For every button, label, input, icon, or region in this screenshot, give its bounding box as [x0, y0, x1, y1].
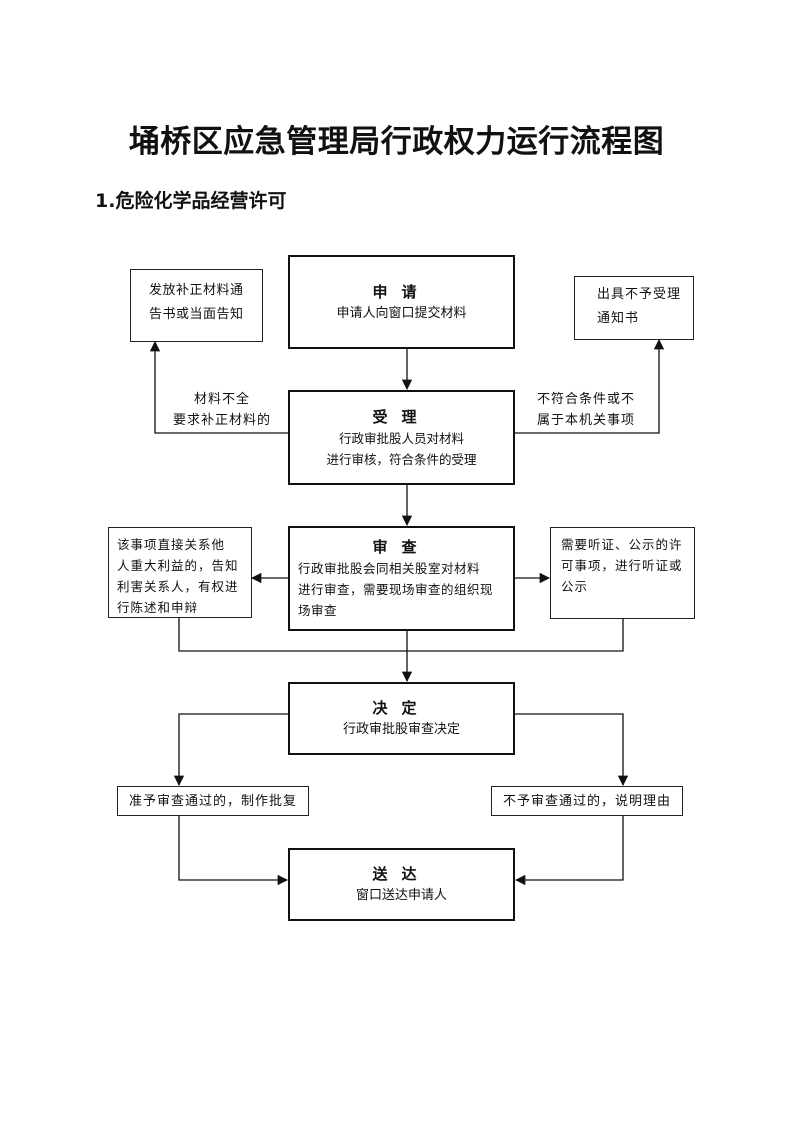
step-deliver-text: 窗口送达申请人	[355, 888, 447, 903]
step-apply: 申请 申请人向窗口提交材料	[288, 255, 515, 349]
step-apply-text: 申请人向窗口提交材料	[336, 305, 467, 321]
arrow-accept-to-reject	[515, 338, 665, 434]
step-deliver-title: 送达	[372, 865, 431, 883]
step-accept-title: 受理	[372, 407, 431, 426]
not-approved-box: 不予审查通过的，说明理由	[491, 786, 683, 816]
arrow-not-approved-to-deliver	[514, 816, 624, 886]
line-interested-party-merge	[178, 618, 407, 652]
line-hearing-merge	[407, 619, 624, 652]
approved-box: 准予审查通过的，制作批复	[117, 786, 309, 816]
hearing-box: 需要听证、公示的许 可事项，进行听证或 公示	[550, 527, 695, 619]
arrow-decide-to-approved	[173, 713, 288, 787]
interested-party-box: 该事项直接关系他 人重大利益的，告知 利害关系人，有权进 行陈述和申辩	[108, 527, 252, 618]
step-decide-text: 行政审批股审查决定	[342, 722, 460, 737]
label-not-qualified: 不符合条件或不 属于本机关事项	[536, 392, 635, 428]
document-title: 埇桥区应急管理局行政权力运行流程图	[128, 124, 665, 160]
step-accept: 受理 行政审批股人员对材料 进行审核，符合条件的受理	[288, 390, 515, 485]
arrow-decide-to-not-approved	[515, 713, 629, 787]
label-incomplete-materials: 材料不全 要求补正材料的	[172, 392, 271, 428]
step-apply-title: 申请	[372, 282, 431, 301]
step-review-title: 审查	[372, 538, 431, 556]
step-review: 审查 行政审批股会同相关股室对材料 进行审查，需要现场审查的组织现 场审查	[288, 526, 515, 631]
step-review-text: 行政审批股会同相关股室对材料 进行审查，需要现场审查的组织现 场审查	[298, 561, 494, 618]
step-decide: 决定 行政审批股审查决定	[288, 682, 515, 755]
reject-notice-box: 出具不予受理 通知书	[574, 276, 694, 340]
step-deliver: 送达 窗口送达申请人	[288, 848, 515, 921]
arrow-approved-to-deliver	[178, 816, 289, 886]
supplement-notice-box: 发放补正材料通 告书或当面告知	[130, 269, 263, 342]
step-accept-text: 行政审批股人员对材料 进行审核，符合条件的受理	[326, 430, 477, 467]
arrow-accept-to-supplement	[149, 340, 288, 434]
section-title: 1.危险化学品经营许可	[95, 190, 287, 212]
step-decide-title: 决定	[372, 699, 431, 717]
